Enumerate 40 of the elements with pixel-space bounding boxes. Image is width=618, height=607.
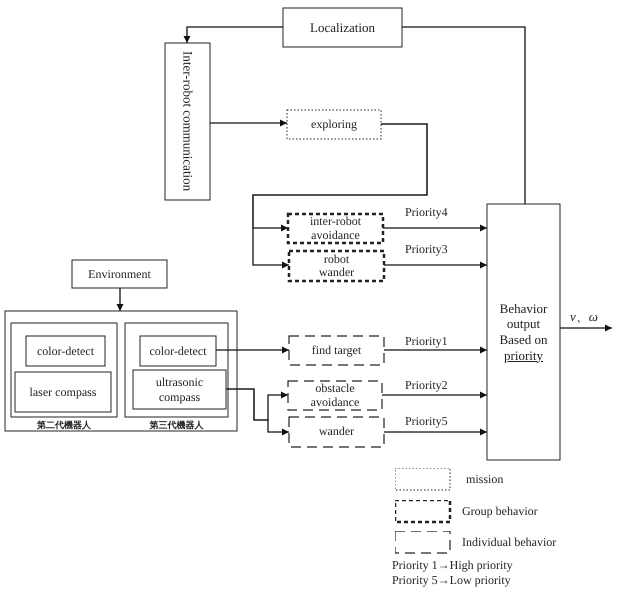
sensor-box: color-detect — [140, 336, 216, 366]
legend-text: Group behavior — [462, 504, 538, 519]
note-text: Priority 1→High priority — [392, 558, 513, 573]
sensor-box: ultrasonic compass — [133, 370, 226, 409]
arrow — [210, 120, 287, 126]
arrow — [383, 224, 487, 232]
behavior-box: obstacle avoidance — [288, 381, 382, 410]
process-box: Environment — [72, 260, 167, 288]
note-text: Priority 5→Low priority — [392, 573, 511, 588]
edge-label: Priority5 — [405, 414, 448, 429]
edge-label: Priority1 — [405, 334, 448, 349]
process-box: Localization — [283, 8, 402, 47]
legend-text: mission — [466, 472, 504, 487]
behavior-box: wander — [289, 417, 384, 447]
robot-label: 第二代機器人 — [36, 420, 92, 431]
edge-label: Priority4 — [405, 205, 448, 220]
arrow — [216, 346, 289, 354]
arrow — [252, 123, 428, 268]
output-box — [487, 204, 560, 460]
arrow — [382, 392, 487, 398]
arrow — [226, 388, 289, 436]
arrow — [184, 26, 283, 43]
robot-group-box — [5, 311, 237, 431]
sensor-box: color-detect — [26, 336, 105, 366]
behavior-box: inter-robot avoidance — [288, 214, 383, 243]
behavior-box: find target — [289, 336, 384, 365]
edge-label: Priority2 — [405, 378, 448, 393]
arrow — [384, 428, 487, 436]
arrow — [384, 346, 487, 354]
mission-box: exploring — [287, 110, 381, 139]
underlined-text: priority — [503, 348, 544, 364]
arrow — [560, 324, 612, 332]
sensor-box: laser compass — [15, 372, 111, 412]
process-box: Inter-robot communication — [165, 43, 210, 200]
behavior-box: robot wander — [289, 251, 384, 281]
edge-label: Priority3 — [405, 242, 448, 257]
legend-text: Individual behavior — [462, 535, 556, 550]
robot-label: 第三代機器人 — [148, 420, 204, 431]
arrow — [384, 262, 487, 268]
arrow — [116, 288, 124, 311]
